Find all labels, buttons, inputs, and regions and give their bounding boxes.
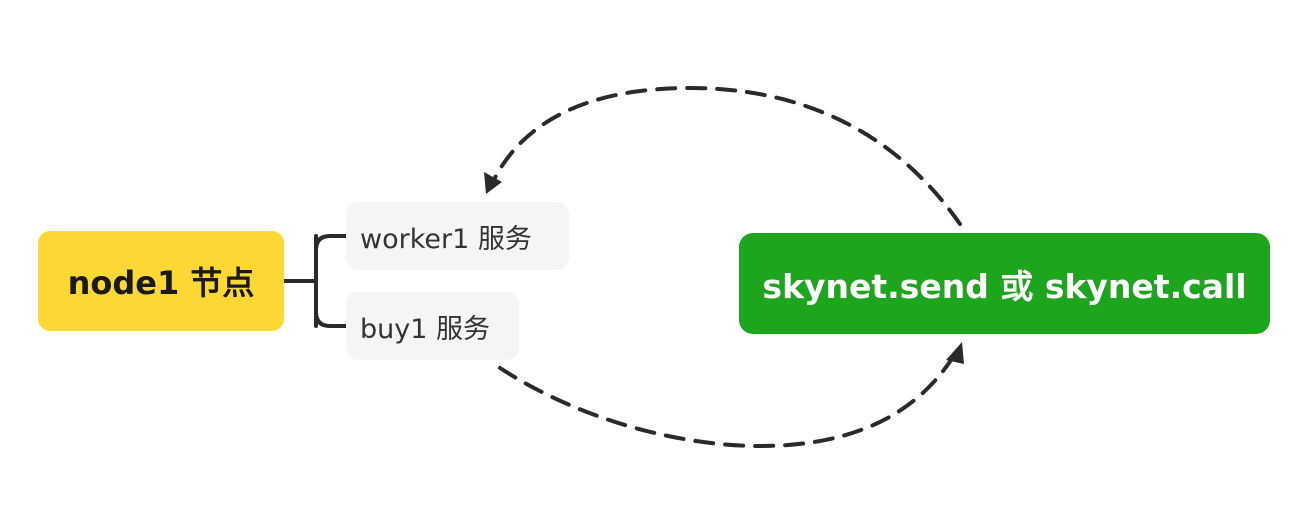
arrowhead-top bbox=[484, 172, 502, 194]
child-node-worker1[interactable]: worker1 服务 bbox=[346, 202, 569, 270]
dashed-arrow-buy-to-call bbox=[498, 352, 957, 449]
branch-connector bbox=[282, 234, 348, 328]
dashed-arrow-call-to-worker bbox=[488, 85, 962, 226]
call-node-label: skynet.send 或 skynet.call bbox=[762, 266, 1247, 306]
child-node-buy1[interactable]: buy1 服务 bbox=[346, 292, 519, 360]
root-node-label: node1 节点 bbox=[67, 264, 255, 302]
call-node-skynet[interactable]: skynet.send 或 skynet.call bbox=[739, 233, 1270, 334]
arrowhead-bottom bbox=[946, 342, 964, 364]
child-node-label: buy1 服务 bbox=[360, 313, 490, 345]
root-node-node1[interactable]: node1 节点 bbox=[38, 231, 284, 331]
child-node-label: worker1 服务 bbox=[360, 223, 532, 255]
